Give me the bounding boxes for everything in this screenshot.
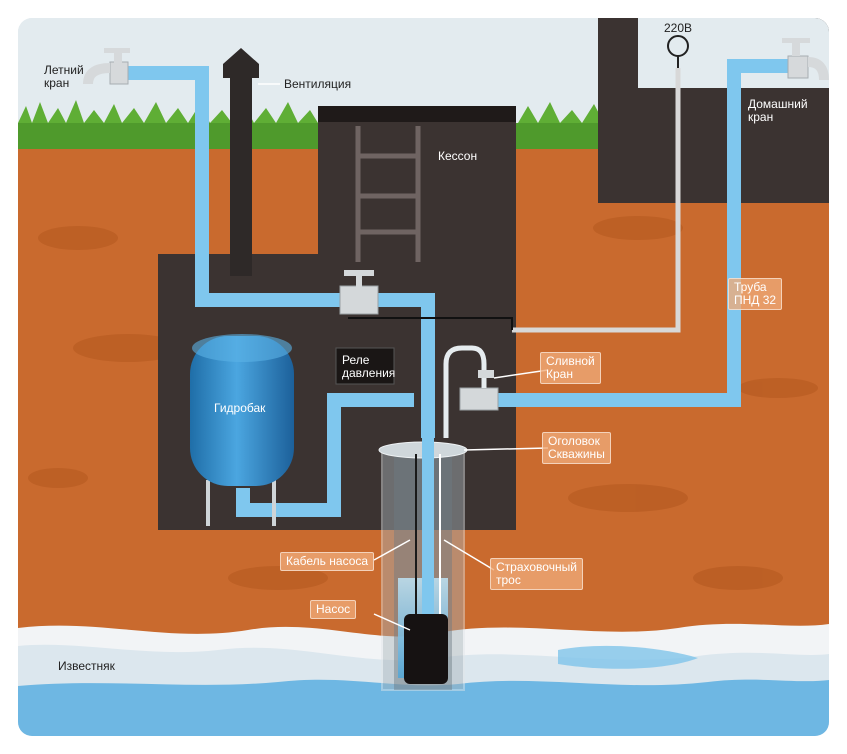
pump bbox=[404, 614, 448, 684]
aquifer-water bbox=[18, 645, 829, 736]
soil-texture bbox=[28, 216, 818, 590]
well-head-label: Оголовок Скважины bbox=[542, 432, 611, 464]
well-diagram: Летний кран Вентиляция 220В Домашний кра… bbox=[18, 18, 829, 736]
home-tap-label: Домашний кран bbox=[748, 97, 808, 124]
pressure-relay-box bbox=[335, 347, 395, 385]
safety-rope-label: Страховочный трос bbox=[490, 558, 583, 590]
power-line bbox=[512, 68, 681, 333]
hydro-tank bbox=[190, 334, 294, 526]
summer-tap-faucet bbox=[83, 48, 130, 85]
summer-line-valve bbox=[339, 270, 379, 315]
drain-valve bbox=[443, 345, 499, 438]
leader-lines bbox=[258, 83, 549, 631]
hydro-tank-label: Гидробак bbox=[214, 401, 266, 415]
diagram-illustration bbox=[18, 18, 829, 736]
pump-label: Насос bbox=[310, 600, 357, 619]
pump-cable-label: Кабель насоса bbox=[280, 552, 375, 571]
ventilation-label: Вентиляция bbox=[284, 77, 352, 91]
drain-valve-label: Сливной Кран bbox=[540, 352, 601, 384]
pipe-label: Труба ПНД 32 bbox=[728, 278, 783, 310]
voltage-label: 220В bbox=[664, 21, 693, 35]
pressure-relay-label: Реле давления bbox=[342, 353, 396, 380]
water-pipes bbox=[122, 59, 794, 517]
caisson-label: Кессон bbox=[438, 149, 478, 163]
ventilation-pipe bbox=[223, 48, 259, 276]
limestone-label: Известняк bbox=[58, 659, 115, 673]
summer-tap-label: Летний кран bbox=[44, 63, 84, 90]
relay-cable bbox=[348, 317, 513, 330]
home-tap-faucet bbox=[782, 38, 829, 81]
ladder bbox=[355, 126, 421, 262]
